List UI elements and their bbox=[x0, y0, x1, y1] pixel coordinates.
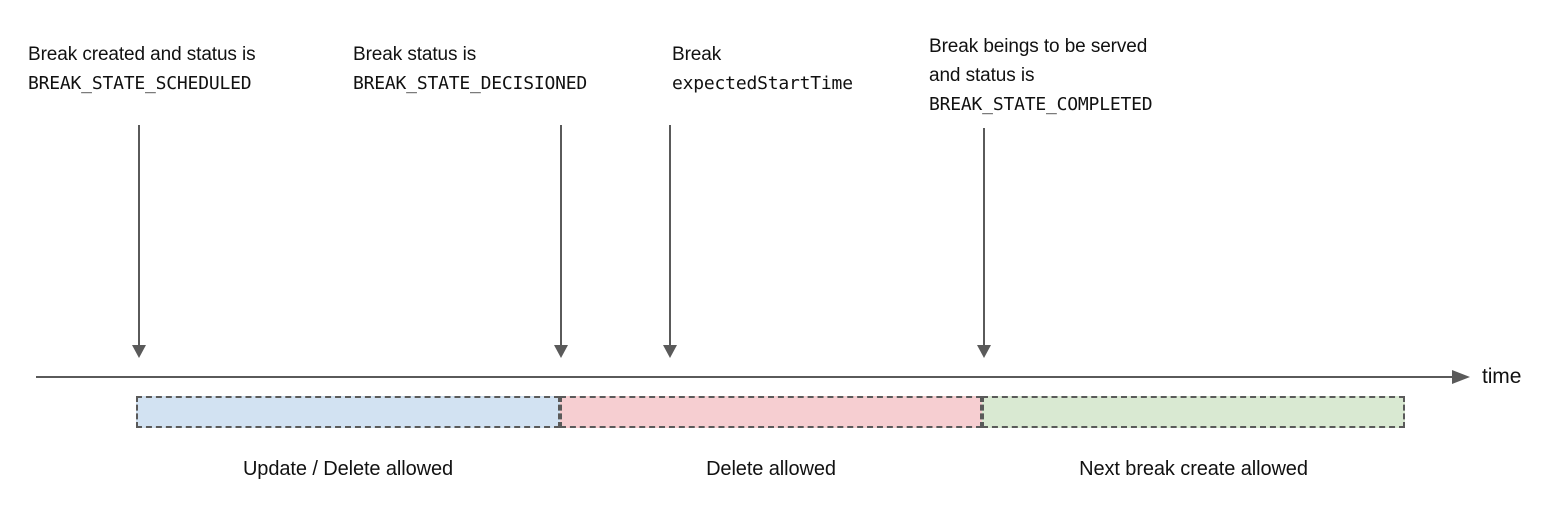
phase-caption-delete-only: Delete allowed bbox=[706, 458, 836, 480]
callout-break-created-scheduled: Break created and status is BREAK_STATE_S… bbox=[28, 40, 256, 98]
arrow-down-icon bbox=[661, 125, 679, 358]
callout-line: expectedStartTime bbox=[672, 73, 853, 94]
phase-bar-delete-only bbox=[560, 396, 982, 428]
callout-break-completed: Break beings to be served and status is BR… bbox=[929, 32, 1153, 119]
callout-line: Break created and status is bbox=[28, 44, 256, 65]
phase-bar-next-break-create bbox=[982, 396, 1405, 428]
arrow-stem bbox=[560, 125, 562, 346]
arrow-stem bbox=[138, 125, 140, 346]
callout-break-expected-start-time: Break expectedStartTime bbox=[672, 40, 853, 98]
time-axis-line bbox=[36, 376, 1458, 378]
callout-break-decisioned: Break status is BREAK_STATE_DECISIONED bbox=[353, 40, 587, 98]
callout-line: BREAK_STATE_DECISIONED bbox=[353, 73, 588, 94]
phase-caption-next-break-create: Next break create allowed bbox=[1079, 458, 1308, 480]
arrow-head bbox=[977, 345, 991, 358]
arrow-stem bbox=[669, 125, 671, 346]
arrow-right-icon bbox=[1452, 370, 1470, 384]
time-axis-label: time bbox=[1482, 365, 1522, 388]
callout-line: and status is bbox=[929, 65, 1035, 86]
callout-line: BREAK_STATE_SCHEDULED bbox=[28, 73, 252, 94]
arrow-down-icon bbox=[975, 128, 993, 358]
arrow-down-icon bbox=[130, 125, 148, 358]
callout-line: Break status is bbox=[353, 44, 477, 65]
phase-caption-update-delete: Update / Delete allowed bbox=[242, 458, 454, 480]
callout-line: Break bbox=[672, 44, 722, 65]
arrow-down-icon bbox=[552, 125, 570, 358]
arrow-head bbox=[663, 345, 677, 358]
phase-bar-update-delete bbox=[136, 396, 560, 428]
callout-line: Break beings to be served bbox=[929, 36, 1148, 57]
arrow-head bbox=[132, 345, 146, 358]
arrow-head bbox=[554, 345, 568, 358]
arrow-stem bbox=[983, 128, 985, 346]
callout-line: BREAK_STATE_COMPLETED bbox=[929, 94, 1153, 115]
